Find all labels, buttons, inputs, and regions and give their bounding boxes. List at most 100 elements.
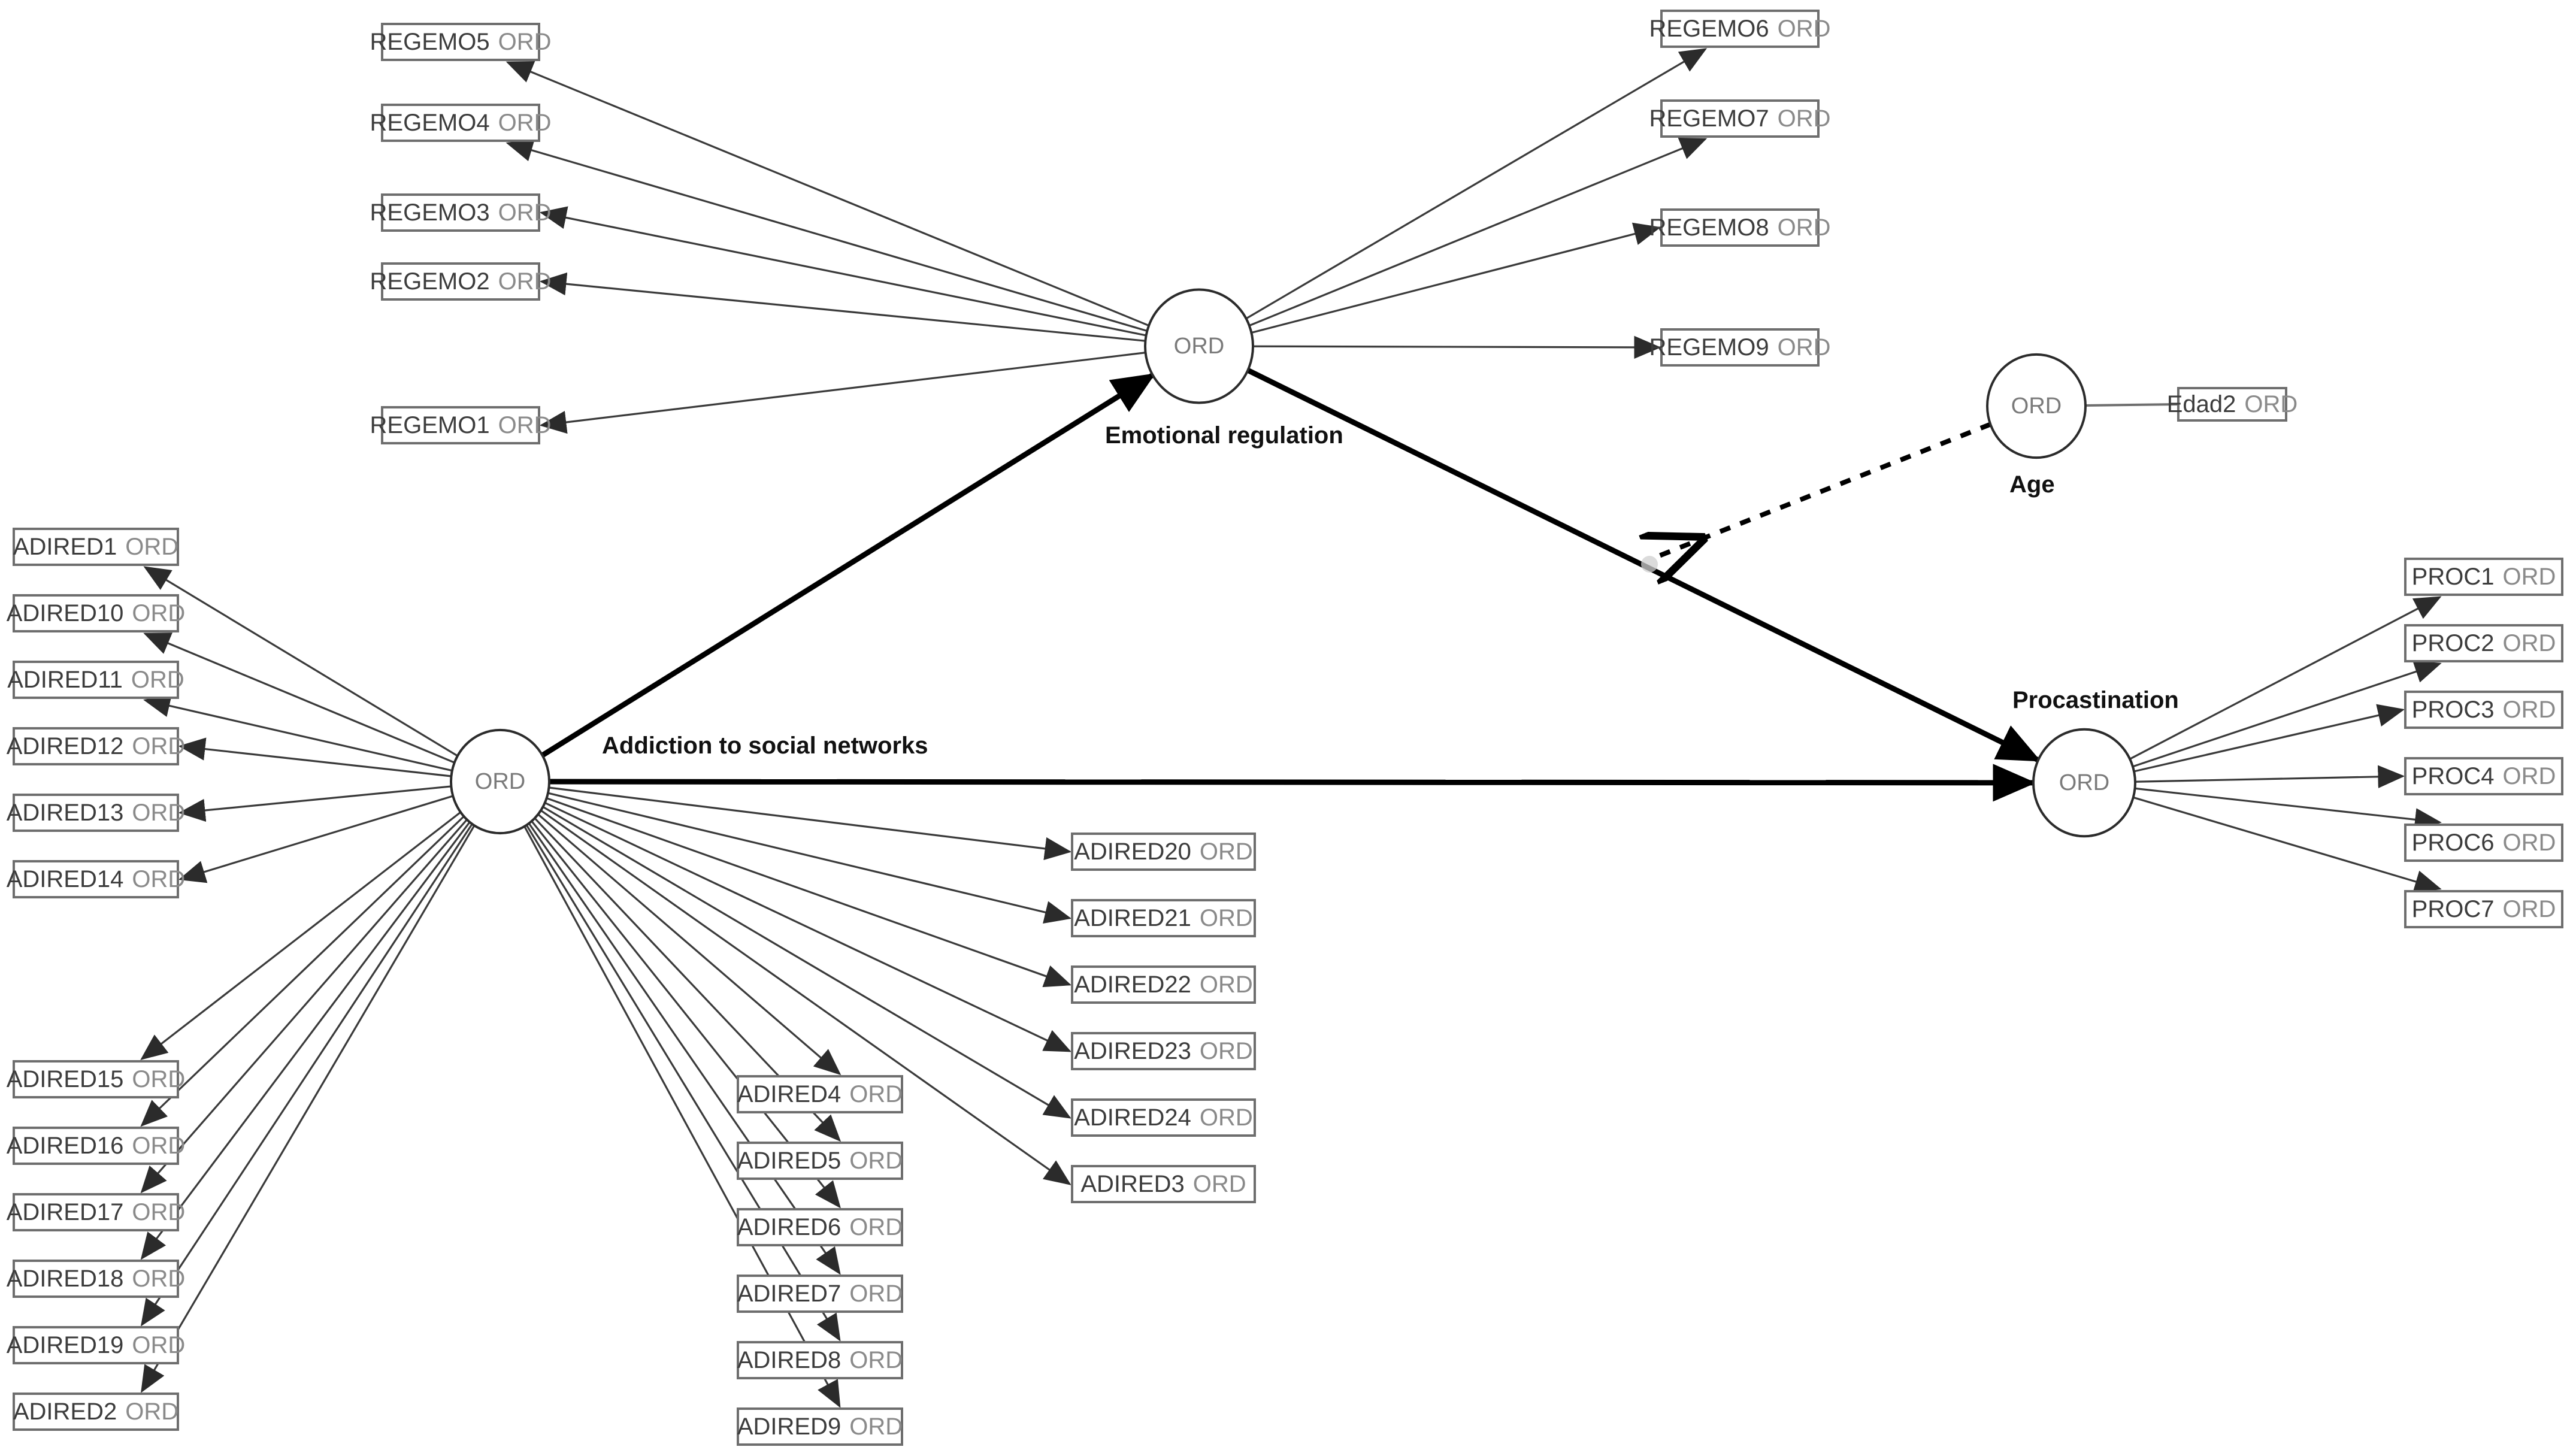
- loading-edge: [140, 822, 474, 1327]
- indicator-box: [381, 193, 540, 232]
- loading-edge: [541, 806, 1071, 1119]
- indicator-box: [13, 860, 179, 898]
- indicator-box: [737, 1341, 903, 1379]
- indicator-box: [2404, 890, 2563, 928]
- loading-edge: [537, 813, 841, 1076]
- latent-name-label: Age: [2009, 471, 2055, 498]
- latent-ord-label: ORD: [475, 769, 525, 794]
- loading-edge: [1251, 222, 1661, 334]
- latent-circle: [2032, 728, 2136, 838]
- loading-edge: [2133, 704, 2405, 773]
- indicator-box: [13, 661, 179, 699]
- indicator-box: [13, 1193, 179, 1231]
- loading-edge: [1252, 335, 1661, 359]
- moderation-target-dot: [1641, 556, 1658, 573]
- latent-name-label: Emotional regulation: [1105, 422, 1343, 449]
- loading-edge: [141, 823, 476, 1393]
- indicator-box: [13, 1326, 179, 1364]
- loading-edge: [178, 795, 454, 883]
- indicator-box: [1660, 10, 1820, 48]
- loading-edge: [505, 139, 1148, 332]
- loading-edge: [505, 61, 1150, 327]
- structural-path: [549, 764, 2036, 802]
- structural-path-edges: [540, 367, 2041, 802]
- loading-edge: [539, 352, 1146, 434]
- loading-edge: [544, 801, 1071, 1052]
- indicator-box: [2404, 558, 2563, 596]
- indicator-box: [737, 1275, 903, 1313]
- factor-loading-edges: [140, 48, 2442, 1408]
- indicator-box: [1071, 899, 1256, 937]
- indicator-box: [13, 1393, 179, 1431]
- latent-ord-label: ORD: [2011, 393, 2062, 419]
- indicator-box: [13, 727, 179, 765]
- loading-edge: [2129, 596, 2442, 761]
- loading-edge: [540, 809, 1071, 1185]
- indicator-box: [381, 406, 540, 444]
- indicator-box: [381, 262, 540, 301]
- indicator-box: [2404, 757, 2563, 795]
- loading-edge: [2135, 787, 2442, 831]
- loading-edge: [525, 823, 841, 1342]
- indicator-box: [2404, 691, 2563, 729]
- loading-edge: [546, 797, 1072, 988]
- structural-path: [540, 372, 1156, 758]
- loading-edge: [140, 820, 472, 1260]
- loading-edge: [522, 824, 841, 1408]
